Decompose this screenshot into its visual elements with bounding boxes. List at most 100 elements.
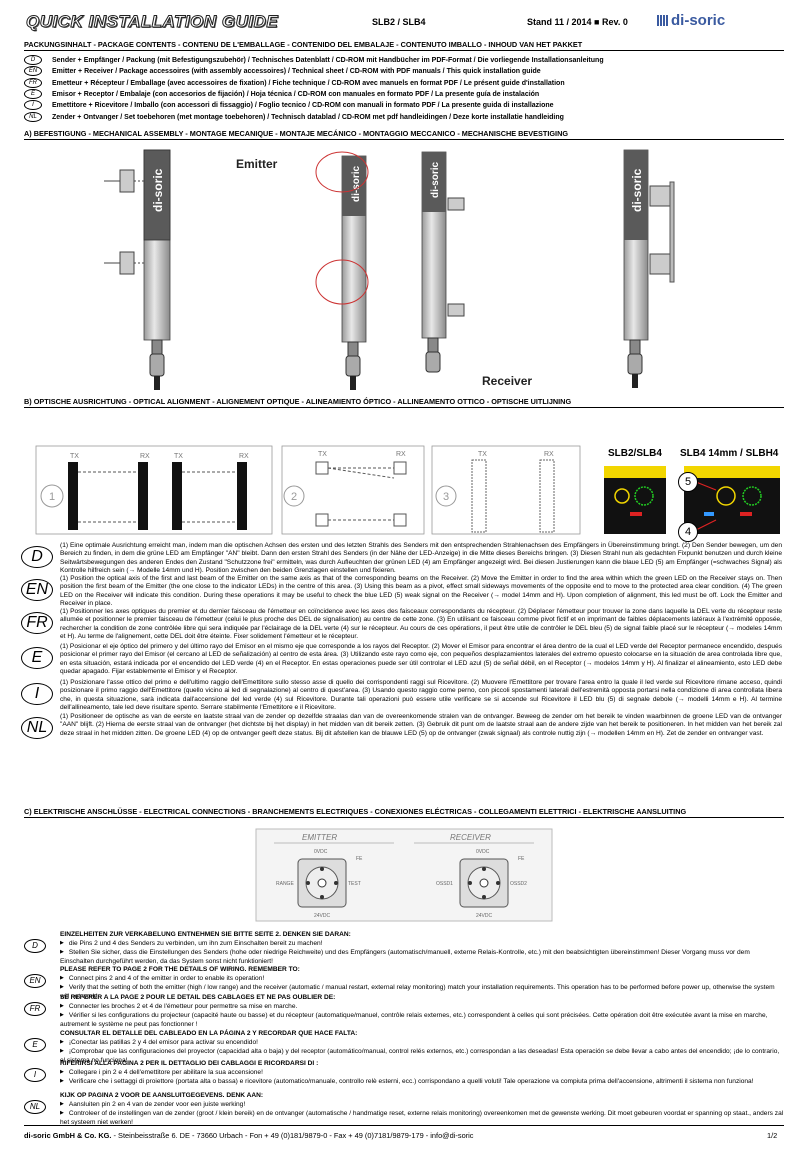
- model-slb4-14mm-label: SLB4 14mm / SLBH4: [680, 448, 779, 459]
- wiring-item: Connecter les broches 2 et 4 de l'émette…: [60, 1002, 784, 1011]
- logo-mark-icon: [657, 15, 668, 26]
- svg-text:di-soric: di-soric: [351, 165, 362, 202]
- alignment-paragraph: (1) Posicionar el eje óptico del primero…: [60, 643, 782, 676]
- language-badge: I: [24, 1068, 46, 1082]
- svg-text:OSSD1: OSSD1: [436, 881, 453, 887]
- package-row-text: Emisor + Receptor / Embalaje (con acceso…: [52, 90, 540, 98]
- led-indicator-illustration: [604, 466, 780, 534]
- wiring-item: Verify that the setting of both the emit…: [60, 983, 784, 1000]
- emitter-label: Emitter: [236, 157, 278, 171]
- wiring-block: CONSULTAR EL DETALLE DEL CABLEADO EN LA …: [60, 1030, 784, 1065]
- wiring-item: Aansluiten pin 2 en 4 van de zender voor…: [60, 1100, 784, 1109]
- language-badge: E: [24, 88, 42, 99]
- document-title: QUICK INSTALLATION GUIDE: [25, 12, 279, 32]
- wiring-heading: KIJK OP PAGINA 2 VOOR DE AANSLUITGEGEVEN…: [60, 1092, 264, 1099]
- receiver-pinout-title: RECEIVER: [450, 833, 491, 842]
- svg-text:TX: TX: [174, 453, 183, 460]
- svg-text:di-soric: di-soric: [630, 168, 644, 212]
- language-badge: NL: [21, 717, 53, 739]
- language-badge: I: [21, 683, 53, 705]
- section-c-heading: C) ELEKTRISCHE ANSCHLÜSSE - ELECTRICAL C…: [24, 807, 784, 818]
- wiring-block: EINZELHEITEN ZUR VERKABELUNG ENTNEHMEN S…: [60, 931, 784, 966]
- wiring-item-text: Collegare i pin 2 e 4 dell'emettitore pe…: [68, 1069, 263, 1077]
- callout-5: 5: [678, 472, 698, 492]
- wiring-item: Collegare i pin 2 e 4 dell'emettitore pe…: [60, 1068, 784, 1077]
- package-row-text: Zender + Ontvanger / Set toebehoren (met…: [52, 113, 564, 121]
- wiring-item: Verificare che i settaggi di proiettore …: [60, 1077, 784, 1086]
- language-badge: FR: [24, 1002, 46, 1016]
- language-badge: D: [24, 939, 46, 953]
- wiring-block: SE REFERER A LA PAGE 2 POUR LE DETAIL DE…: [60, 994, 784, 1029]
- emitter-connector: 0VDC FE RANGE TEST 24VDC: [276, 849, 363, 919]
- wiring-item-text: ¡Comprobar que las configuraciones del p…: [60, 1048, 780, 1064]
- footer-divider: [24, 1125, 784, 1126]
- package-contents-heading: PACKUNGSINHALT - PACKAGE CONTENTS - CONT…: [24, 40, 784, 51]
- wiring-block: RIFERIRSI ALLA PAGINA 2 PER IL DETTAGLIO…: [60, 1060, 784, 1087]
- right-device-drawing: di-soric: [623, 149, 675, 388]
- package-row-text: Emettitore + Ricevitore / Imballo (con a…: [52, 102, 554, 110]
- wiring-item-text: ¡Conectar las patillas 2 y 4 del emisor …: [68, 1039, 258, 1047]
- left-device-brand: di-soric: [151, 168, 165, 212]
- footer-contact: - Steinbeisstraße 6. DE - 73660 Urbach -…: [111, 1131, 474, 1140]
- wiring-heading: EINZELHEITEN ZUR VERKABELUNG ENTNEHMEN S…: [60, 931, 351, 938]
- wiring-item-text: Connecter les broches 2 et 4 de l'émette…: [68, 1003, 298, 1011]
- svg-text:OSSD2: OSSD2: [510, 881, 527, 887]
- package-row: E Emisor + Receptor / Embalaje (con acces…: [24, 88, 784, 99]
- wiring-item-text: Vérifier si les configurations du projec…: [60, 1012, 768, 1028]
- receiver-label: Receiver: [482, 374, 532, 388]
- language-badge: E: [24, 1038, 46, 1052]
- wiring-block: KIJK OP PAGINA 2 VOOR DE AANSLUITGEGEVEN…: [60, 1092, 784, 1127]
- wiring-item-text: Verify that the setting of both the emit…: [60, 984, 775, 1000]
- svg-text:RX: RX: [544, 451, 554, 458]
- step-2-panel: 2 TX RX: [281, 445, 425, 535]
- connector-pinout-illustration: EMITTER RECEIVER 0VDC FE RANGE TEST 24VD…: [255, 828, 553, 922]
- language-badge: NL: [24, 111, 42, 122]
- alignment-paragraph: (1) Position the optical axis of the fir…: [60, 575, 782, 608]
- svg-text:0VDC: 0VDC: [476, 849, 490, 855]
- section-b-heading: B) OPTISCHE AUSRICHTUNG - OPTICAL ALIGNM…: [24, 397, 784, 408]
- wiring-item-text: Connect pins 2 and 4 of the emitter in o…: [68, 975, 265, 983]
- svg-text:2: 2: [291, 491, 297, 503]
- wiring-item-text: die Pins 2 und 4 des Senders zu verbinde…: [68, 940, 323, 948]
- language-badge: D: [21, 546, 53, 568]
- wiring-item: Vérifier si les configurations du projec…: [60, 1011, 784, 1028]
- emitter-device-drawing: di-soric: [315, 151, 369, 390]
- receiver-device-drawing: di-soric: [421, 151, 465, 373]
- wiring-heading: CONSULTAR EL DETALLE DEL CABLEADO EN LA …: [60, 1030, 358, 1037]
- logo-text: di-soric: [671, 12, 726, 29]
- wiring-item-text: Aansluiten pin 2 en 4 van de zender voor…: [68, 1101, 246, 1109]
- svg-text:24VDC: 24VDC: [476, 913, 493, 919]
- wiring-item-text: Stellen Sie sicher, dass die Einstellung…: [60, 949, 750, 965]
- package-row: NL Zender + Ontvanger / Set toebehoren (m…: [24, 111, 784, 122]
- svg-text:RANGE: RANGE: [276, 881, 294, 887]
- svg-text:TEST: TEST: [348, 881, 361, 887]
- model-label: SLB2 / SLB4: [372, 17, 426, 27]
- page-number: 1/2: [767, 1131, 778, 1140]
- svg-text:TX: TX: [478, 451, 487, 458]
- step-3-panel: 3 TX RX: [431, 445, 581, 535]
- package-row: D Sender + Empfänger / Packung (mit Befes…: [24, 55, 784, 65]
- alignment-paragraph: (1) Eine optimale Ausrichtung erreicht m…: [60, 542, 782, 575]
- language-badge: EN: [21, 579, 53, 601]
- svg-text:TX: TX: [318, 451, 327, 458]
- footer-company: di-soric GmbH & Co. KG.: [24, 1131, 112, 1140]
- language-badge: EN: [24, 66, 42, 77]
- package-row-text: Emetteur + Récepteur / Emballage (avec a…: [52, 79, 565, 87]
- svg-text:24VDC: 24VDC: [314, 913, 331, 919]
- language-badge: D: [24, 55, 42, 65]
- left-device-drawing: di-soric: [104, 149, 171, 390]
- step-1-panel: 1 TX RX TX RX: [35, 445, 273, 535]
- footer-address: di-soric GmbH & Co. KG. - Steinbeisstraß…: [24, 1131, 474, 1140]
- wiring-heading: PLEASE REFER TO PAGE 2 FOR THE DETAILS O…: [60, 966, 300, 973]
- package-row-text: Emitter + Receiver / Package accessoires…: [52, 68, 541, 76]
- wiring-heading: RIFERIRSI ALLA PAGINA 2 PER IL DETTAGLIO…: [60, 1060, 319, 1067]
- callout-4: 4: [678, 522, 698, 542]
- alignment-paragraph: (1) Posizionare l'asse ottico del primo …: [60, 679, 782, 712]
- svg-text:3: 3: [443, 491, 449, 503]
- alignment-paragraph: (1) Positioneer de optische as van de ee…: [60, 713, 782, 737]
- svg-text:1: 1: [49, 491, 55, 503]
- package-row: EN Emitter + Receiver / Package accessoir…: [24, 66, 784, 77]
- package-row-text: Sender + Empfänger / Packung (mit Befest…: [52, 56, 604, 64]
